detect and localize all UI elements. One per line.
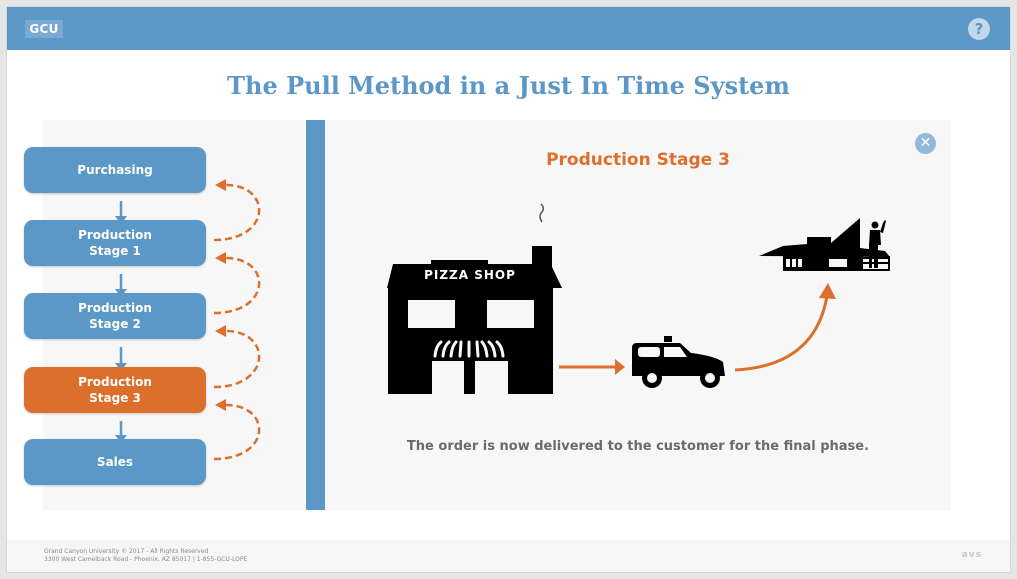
pull-arrow-line	[213, 403, 261, 461]
arrow-to-car-head	[615, 359, 625, 375]
arrow-to-customer-head	[819, 283, 836, 299]
close-icon: ✕	[919, 135, 932, 151]
delivery-car-icon	[632, 336, 725, 388]
step-production-stage-2[interactable]: Production Stage 2	[24, 293, 206, 339]
footer-line-1: Grand Canyon University © 2017 - All Rig…	[44, 548, 209, 555]
step-label: Production Stage 1	[78, 228, 152, 258]
pull-arrow-line	[213, 329, 261, 389]
detail-caption: The order is now delivered to the custom…	[406, 439, 870, 454]
step-purchasing[interactable]: Purchasing	[24, 147, 206, 193]
footer-line-2: 3300 West Camelback Road - Phoenix, AZ 8…	[44, 556, 248, 563]
detail-title: Production Stage 3	[546, 150, 730, 170]
step-production-stage-1[interactable]: Production Stage 1	[24, 220, 206, 266]
shop-sign: PIZZA SHOP	[424, 268, 516, 282]
pull-arrow-head	[215, 179, 226, 191]
step-label: Production Stage 3	[78, 375, 152, 405]
delivery-illustration: PIZZA SHOP	[387, 203, 890, 394]
close-button[interactable]: ✕	[915, 133, 936, 154]
footer: Grand Canyon University © 2017 - All Rig…	[7, 540, 1010, 572]
top-bar: GCU ?	[7, 7, 1010, 50]
flow-panel: Purchasing Production Stage 1 Production…	[24, 120, 305, 510]
arrow-to-customer	[734, 295, 829, 372]
step-label: Production Stage 2	[78, 301, 152, 331]
step-label: Purchasing	[77, 163, 153, 177]
page-title: The Pull Method in a Just In Time System	[227, 71, 790, 100]
pizza-shop-icon: PIZZA SHOP	[387, 203, 562, 394]
question-circle-icon: ?	[974, 20, 984, 38]
pull-arrow-head	[215, 252, 226, 264]
pull-arrow-head	[215, 399, 226, 411]
gcu-logo: GCU	[25, 20, 63, 38]
pull-arrow-line	[213, 183, 261, 242]
footer-copyright: Grand Canyon University © 2017 - All Rig…	[44, 548, 247, 564]
step-label: Sales	[96, 455, 134, 469]
help-button[interactable]: ?	[968, 18, 990, 40]
customer-house-icon	[759, 218, 890, 271]
detail-panel: Production Stage 3 ✕ PIZZA SHOP	[325, 120, 951, 510]
step-production-stage-3[interactable]: Production Stage 3	[24, 367, 206, 413]
footer-brand-logo: avs	[961, 550, 982, 560]
pull-arrow-line	[213, 256, 261, 315]
pull-arrow-head	[215, 325, 226, 337]
step-sales[interactable]: Sales	[24, 439, 206, 485]
panel-divider	[306, 120, 325, 510]
